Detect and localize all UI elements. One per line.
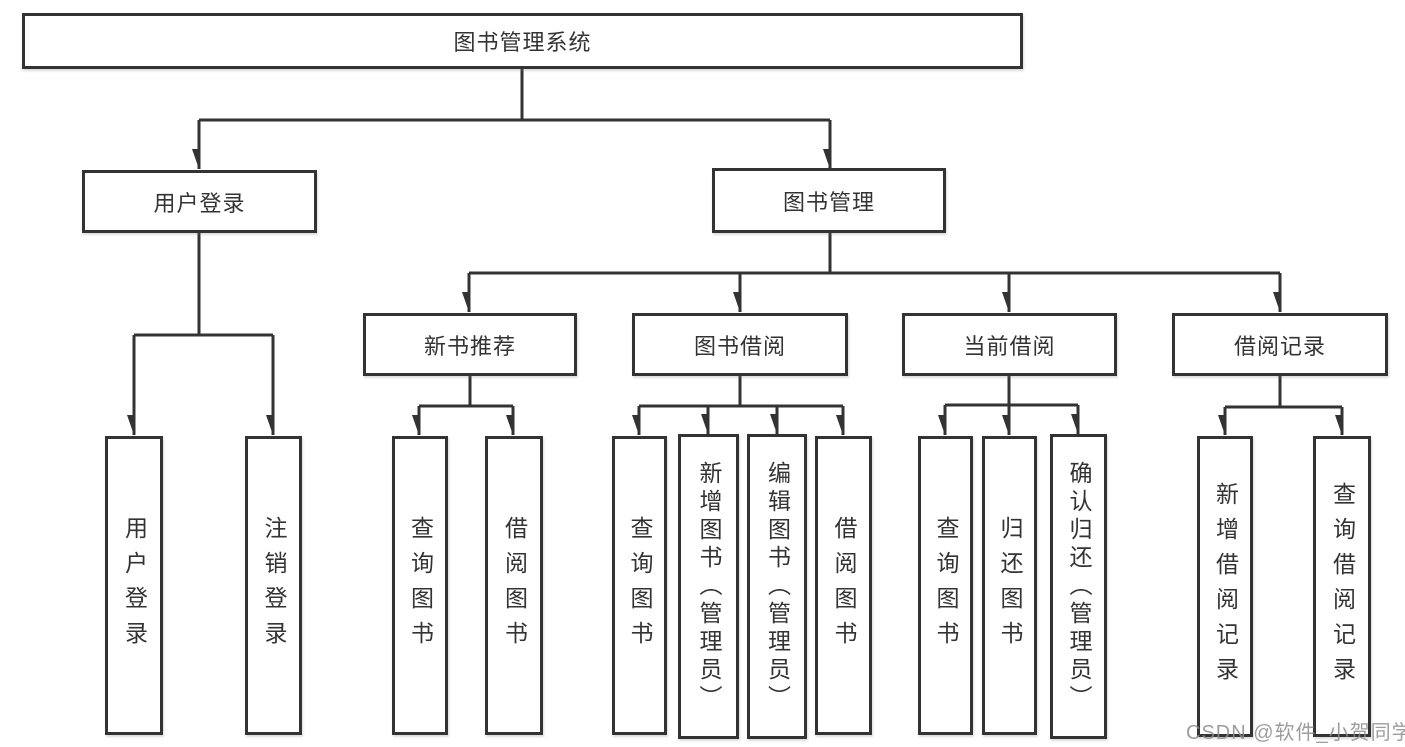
leaf-edit-books-admin-label: 编辑图书（管理员） xyxy=(764,460,791,713)
leaf-return-books: 归还图书 xyxy=(982,436,1037,735)
leaf-borrow-books-borrow: 借阅图书 xyxy=(815,436,872,735)
leaf-query-borrow-record-label: 查询借阅记录 xyxy=(1329,481,1356,692)
leaf-user-login-label: 用户登录 xyxy=(121,515,148,656)
leaf-borrow-books-borrow-label: 借阅图书 xyxy=(831,515,857,656)
leaf-add-books-admin: 新增图书（管理员） xyxy=(678,434,739,739)
leaf-confirm-return-admin-label: 确认归还（管理员） xyxy=(1066,460,1092,713)
node-user-login-label: 用户登录 xyxy=(153,190,246,216)
leaf-logout: 注销登录 xyxy=(245,436,302,735)
leaf-user-login: 用户登录 xyxy=(105,436,163,735)
leaf-add-borrow-record-label: 新增借阅记录 xyxy=(1212,481,1239,692)
node-library-system-label: 图书管理系统 xyxy=(453,30,592,55)
leaf-query-books-borrow-label: 查询图书 xyxy=(627,515,653,656)
node-current-borrow: 当前借阅 xyxy=(902,313,1117,376)
leaf-borrow-books-recommend: 借阅图书 xyxy=(485,436,543,735)
node-book-management-label: 图书管理 xyxy=(782,189,875,215)
node-new-book-recommend: 新书推荐 xyxy=(363,313,577,376)
node-library-system: 图书管理系统 xyxy=(22,13,1023,69)
leaf-return-books-label: 归还图书 xyxy=(997,515,1023,656)
node-borrow-records: 借阅记录 xyxy=(1172,313,1388,376)
leaf-query-books-recommend: 查询图书 xyxy=(392,436,448,735)
leaf-query-books-current: 查询图书 xyxy=(918,436,973,735)
node-user-login: 用户登录 xyxy=(82,170,317,233)
leaf-confirm-return-admin: 确认归还（管理员） xyxy=(1050,434,1107,739)
csdn-watermark: CSDN @软件_小贺同学 xyxy=(1186,722,1405,744)
node-book-management: 图书管理 xyxy=(712,168,946,233)
node-borrow-records-label: 借阅记录 xyxy=(1233,333,1326,359)
leaf-query-books-borrow: 查询图书 xyxy=(612,436,667,735)
leaf-logout-label: 注销登录 xyxy=(261,515,287,656)
leaf-edit-books-admin: 编辑图书（管理员） xyxy=(747,434,807,739)
leaf-add-borrow-record: 新增借阅记录 xyxy=(1197,436,1253,737)
node-book-borrow-label: 图书借阅 xyxy=(693,333,786,359)
node-book-borrow: 图书借阅 xyxy=(632,313,848,376)
node-new-book-recommend-label: 新书推荐 xyxy=(423,333,516,359)
node-current-borrow-label: 当前借阅 xyxy=(963,333,1056,359)
leaf-borrow-books-recommend-label: 借阅图书 xyxy=(501,515,528,656)
leaf-query-borrow-record: 查询借阅记录 xyxy=(1313,436,1371,737)
leaf-query-books-recommend-label: 查询图书 xyxy=(407,515,434,656)
leaf-query-books-current-label: 查询图书 xyxy=(933,515,959,656)
leaf-add-books-admin-label: 新增图书（管理员） xyxy=(696,460,722,713)
